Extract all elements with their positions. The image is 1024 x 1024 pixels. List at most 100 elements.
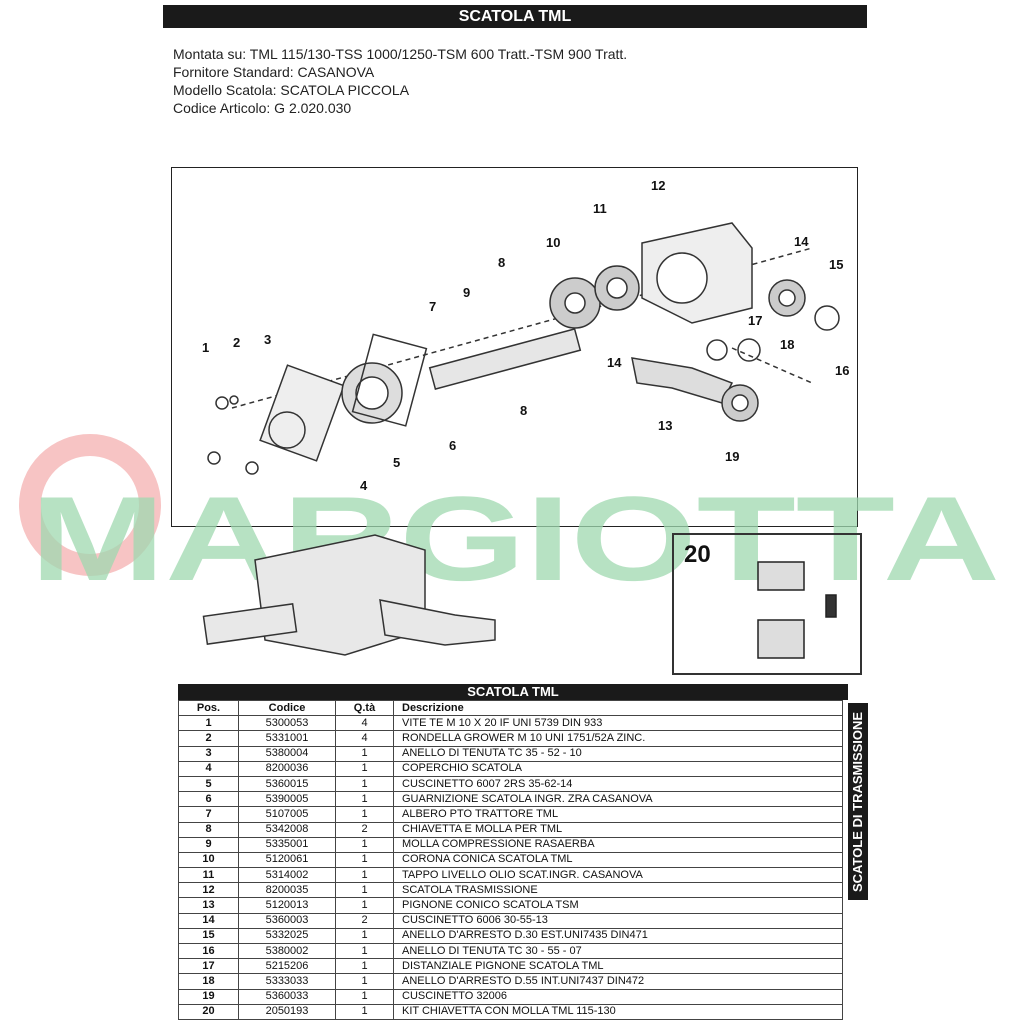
col-code: Codice (238, 699, 336, 717)
cell-qty: 1 (335, 942, 394, 960)
callout-label: 18 (780, 337, 794, 352)
cell-pos: 2 (178, 730, 239, 747)
cell-qty: 2 (335, 821, 394, 838)
cell-code: 5360015 (238, 775, 336, 793)
cell-qty: 1 (335, 745, 394, 762)
cell-description: ALBERO PTO TRATTORE TML (393, 806, 843, 823)
cell-pos: 19 (178, 988, 239, 1005)
info-block: Montata su: TML 115/130-TSS 1000/1250-TS… (173, 45, 627, 117)
cell-code: 5107005 (238, 806, 336, 823)
cell-pos: 16 (178, 942, 239, 960)
assembled-gearbox-image (202, 534, 496, 656)
callout-label: 1 (202, 340, 209, 355)
cell-qty: 1 (335, 775, 394, 793)
cell-code: 5335001 (238, 836, 336, 853)
cell-code: 5342008 (238, 821, 336, 838)
callout-label: 4 (360, 478, 368, 493)
cell-qty: 1 (335, 851, 394, 869)
callout-label: 10 (546, 235, 560, 250)
cell-code: 5331001 (238, 730, 336, 747)
info-article-code: Codice Articolo: G 2.020.030 (173, 100, 352, 116)
callout-label: 14 (607, 355, 622, 370)
info-model: Modello Scatola: SCATOLA PICCOLA (173, 82, 410, 98)
cell-description: ANELLO DI TENUTA TC 35 - 52 - 10 (393, 745, 843, 762)
cell-description: COPERCHIO SCATOLA (393, 760, 843, 777)
cell-code: 5300053 (238, 715, 336, 732)
cell-description: VITE TE M 10 X 20 IF UNI 5739 DIN 933 (393, 715, 843, 732)
cell-description: CHIAVETTA E MOLLA PER TML (393, 821, 843, 838)
cell-code: 5360033 (238, 988, 336, 1005)
cell-qty: 1 (335, 806, 394, 823)
cell-pos: 20 (178, 1003, 239, 1020)
cell-qty: 4 (335, 715, 394, 732)
cell-description: TAPPO LIVELLO OLIO SCAT.INGR. CASANOVA (393, 867, 843, 884)
callout-label: 15 (829, 257, 843, 272)
cell-code: 5120061 (238, 851, 336, 869)
cell-code: 5332025 (238, 927, 336, 945)
cell-description: ANELLO D'ARRESTO D.30 EST.UNI7435 DIN471 (393, 927, 843, 945)
cell-pos: 8 (178, 821, 239, 838)
cell-pos: 7 (178, 806, 239, 823)
cell-description: CUSCINETTO 6007 2RS 35-62-14 (393, 775, 843, 793)
cell-pos: 4 (178, 760, 239, 777)
inset-number: 20 (684, 541, 711, 568)
cell-qty: 1 (335, 760, 394, 777)
cell-qty: 1 (335, 836, 394, 853)
cell-description: ANELLO DI TENUTA TC 30 - 55 - 07 (393, 942, 843, 960)
callout-label: 5 (393, 455, 400, 470)
col-description: Descrizione (393, 699, 843, 717)
cell-pos: 9 (178, 836, 239, 853)
callout-label: 9 (463, 285, 470, 300)
cell-pos: 12 (178, 882, 239, 899)
cell-qty: 4 (335, 730, 394, 747)
cell-qty: 1 (335, 867, 394, 884)
cell-description: DISTANZIALE PIGNONE SCATOLA TML (393, 958, 843, 975)
cell-qty: 2 (335, 912, 394, 929)
cell-pos: 11 (178, 867, 239, 884)
cell-code: 5380004 (238, 745, 336, 762)
callout-label: 16 (835, 363, 849, 378)
cell-qty: 1 (335, 958, 394, 975)
section-side-label: SCATOLE DI TRASMISSIONE (848, 703, 868, 900)
cell-qty: 1 (335, 1003, 394, 1020)
callout-label: 12 (651, 178, 665, 193)
cell-code: 5215206 (238, 958, 336, 975)
callout-label: 17 (748, 313, 762, 328)
cell-description: MOLLA COMPRESSIONE RASAERBA (393, 836, 843, 853)
cell-code: 8200035 (238, 882, 336, 899)
callout-label: 19 (725, 449, 739, 464)
col-pos: Pos. (178, 699, 239, 717)
cell-qty: 1 (335, 791, 394, 808)
cell-code: 5314002 (238, 867, 336, 884)
cell-code: 5333033 (238, 973, 336, 990)
cell-pos: 5 (178, 775, 239, 793)
cell-pos: 18 (178, 973, 239, 990)
callout-label: 8 (498, 255, 505, 270)
cell-qty: 1 (335, 897, 394, 914)
cell-description: SCATOLA TRASMISSIONE (393, 882, 843, 899)
callout-label: 2 (233, 335, 240, 350)
table-title: SCATOLA TML (178, 684, 848, 700)
callout-label: 8 (520, 403, 527, 418)
cell-code: 5360003 (238, 912, 336, 929)
callout-label: 13 (658, 418, 672, 433)
cell-description: RONDELLA GROWER M 10 UNI 1751/52A ZINC. (393, 730, 843, 747)
